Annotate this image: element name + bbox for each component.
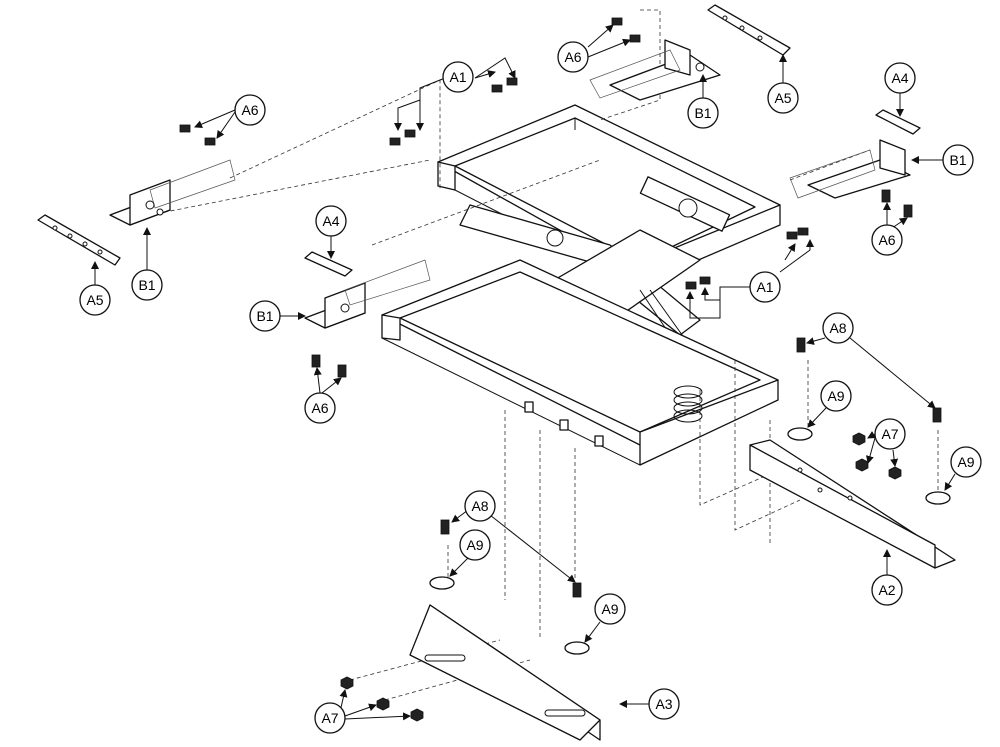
callout-label: A3	[655, 696, 672, 712]
callout-a6-mid-left: A6	[304, 367, 342, 424]
callout-label: A9	[957, 454, 974, 470]
callout-a8-right: A8	[806, 312, 936, 409]
callout-a6-top: A6	[557, 24, 631, 73]
callout-label: A7	[321, 710, 338, 726]
callout-a3: A3	[619, 688, 680, 720]
callout-a9-bottom-right: A9	[584, 593, 626, 643]
plate-a4-left	[304, 251, 353, 277]
callout-b1-right: B1	[911, 144, 974, 176]
bracket-b1-left	[109, 159, 236, 226]
callout-a2: A2	[871, 549, 903, 606]
callout-label: A6	[311, 400, 328, 416]
callout-label: B1	[138, 277, 155, 293]
callout-a7-bottom: A7	[314, 689, 411, 734]
callout-a5-left: A5	[79, 261, 111, 316]
callout-b1-left: B1	[131, 227, 163, 301]
callout-b1-mid: B1	[249, 300, 306, 332]
callout-label: A9	[601, 601, 618, 617]
callout-label: A9	[827, 388, 844, 404]
callout-label: A7	[881, 426, 898, 442]
callout-label: A6	[564, 49, 581, 65]
callout-a4-right: A4	[884, 62, 916, 117]
callout-a5-top: A5	[767, 54, 799, 114]
callout-a1-top: A1	[394, 57, 516, 131]
hardware	[179, 17, 951, 722]
bracket-b1-mid	[304, 259, 431, 329]
plate-a4-right	[875, 109, 921, 135]
callout-label: B1	[694, 105, 711, 121]
callout-a8-bottom: A8	[451, 490, 576, 583]
callout-label: A4	[891, 70, 908, 86]
angle-bracket-a2	[749, 439, 956, 569]
callout-label: A4	[322, 213, 339, 229]
callout-label: B1	[949, 152, 966, 168]
callout-label: A6	[241, 102, 258, 118]
callout-label: A2	[878, 582, 895, 598]
callout-label: A1	[449, 69, 466, 85]
callout-a6-top-left: A6	[194, 94, 266, 139]
callout-label: A1	[756, 279, 773, 295]
bracket-b1-right	[789, 139, 911, 199]
callout-a9-right: A9	[944, 446, 982, 491]
callout-a7-right: A7	[866, 418, 906, 467]
plate-a5-top	[707, 4, 791, 56]
callout-label: A8	[829, 320, 846, 336]
callout-a4-left: A4	[315, 205, 347, 259]
seat-lift-frame	[381, 104, 781, 466]
callout-label: B1	[256, 308, 273, 324]
callout-a9-right-top: A9	[807, 380, 852, 428]
callout-a9-bottom-left: A9	[449, 529, 491, 577]
callout-b1-top: B1	[687, 74, 719, 129]
plate-a5-left	[37, 214, 121, 266]
callout-label: A5	[774, 90, 791, 106]
bracket-b1-top	[589, 39, 721, 101]
callout-label: A5	[86, 292, 103, 308]
angle-bracket-a3	[409, 604, 601, 741]
callout-label: A6	[878, 232, 895, 248]
callout-label: A9	[466, 537, 483, 553]
callout-a6-right: A6	[871, 202, 908, 256]
callout-a1-right: A1	[686, 239, 814, 319]
callout-label: A8	[471, 498, 488, 514]
